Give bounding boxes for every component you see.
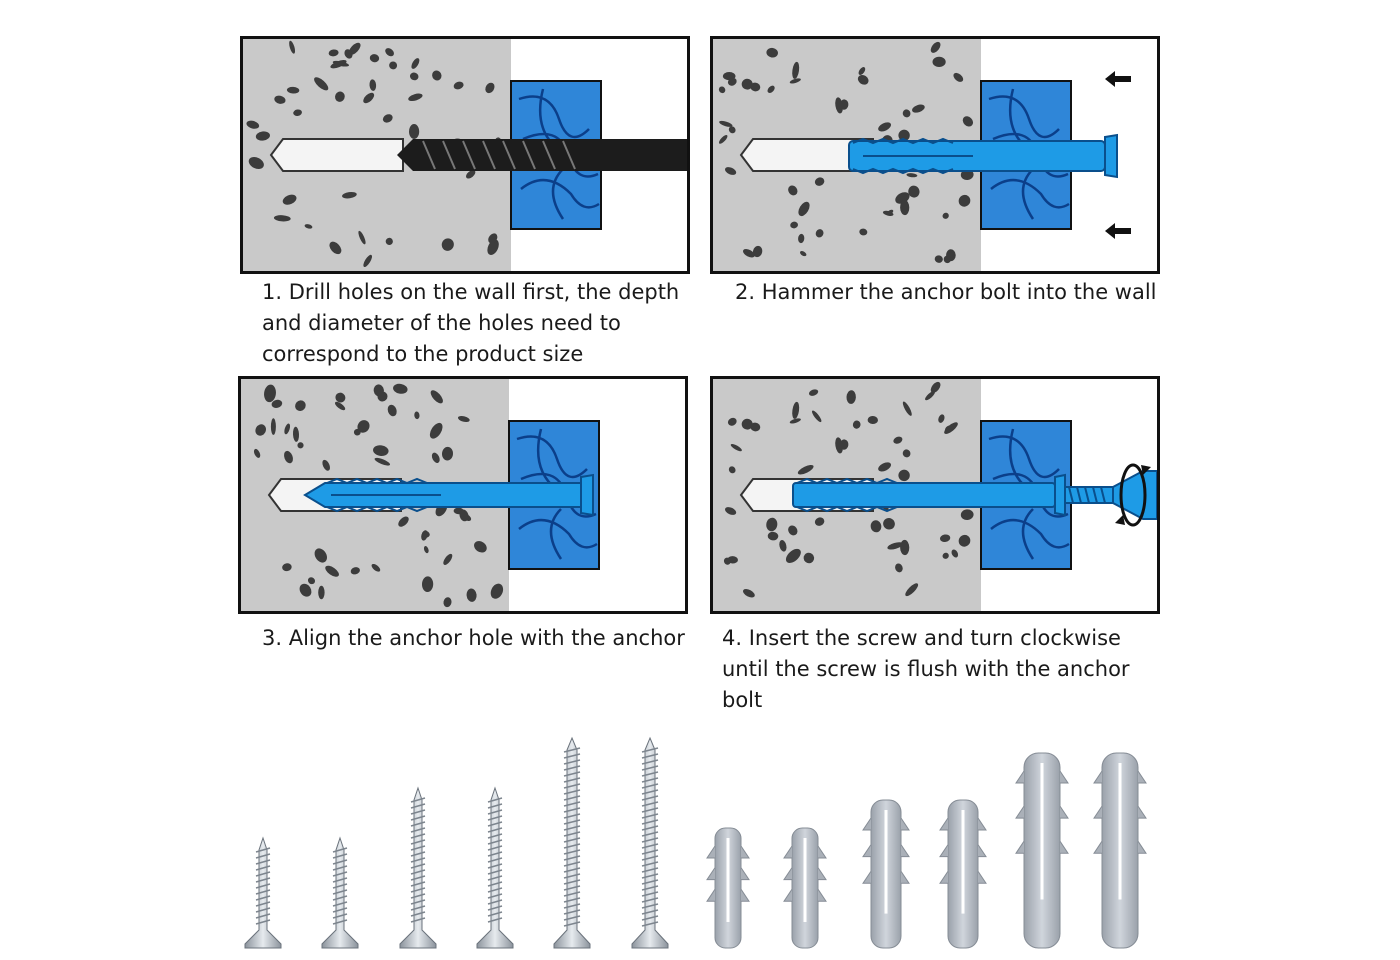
step-1-illustration — [243, 39, 687, 271]
wall-plug — [939, 799, 987, 949]
wood-screw — [244, 836, 282, 949]
arrow-left-icon — [1105, 223, 1131, 239]
wood-screw — [631, 736, 669, 949]
drill-hole — [739, 138, 874, 172]
arrow-left-icon — [1105, 71, 1131, 87]
wall-plug — [783, 827, 827, 949]
step-2-caption: 2. Hammer the anchor bolt into the wall — [735, 280, 1157, 304]
step-1-caption: 1. Drill holes on the wall first, the de… — [262, 280, 680, 366]
wall-plug — [862, 799, 910, 949]
wood-screw — [321, 836, 359, 949]
wood-screw — [476, 786, 514, 949]
step-4-caption: 4. Insert the screw and turn clockwise u… — [722, 626, 1130, 712]
clockwise-rotation-icon — [1115, 463, 1151, 527]
step-3-panel — [238, 376, 688, 614]
step-2-illustration — [713, 39, 1131, 271]
anchor-bolt — [792, 473, 1066, 517]
step-3-illustration — [241, 379, 600, 611]
anchor-bolt — [848, 133, 1118, 179]
wood-screw — [553, 736, 591, 949]
step-4-panel — [710, 376, 1160, 614]
wall-plug — [1015, 752, 1069, 949]
wall-plug — [706, 827, 750, 949]
wood-screw — [399, 786, 437, 949]
drill-bit — [397, 139, 687, 171]
step-3-caption: 3. Align the anchor hole with the anchor — [262, 626, 685, 650]
parts-row — [244, 736, 1147, 949]
drill-hole — [269, 138, 404, 172]
step-2-panel — [710, 36, 1160, 274]
step-4-illustration — [713, 379, 1157, 611]
step-1-panel — [240, 36, 690, 274]
wall-plug — [1093, 752, 1147, 949]
screw — [1064, 470, 1157, 520]
anchor-bolt — [303, 473, 594, 517]
